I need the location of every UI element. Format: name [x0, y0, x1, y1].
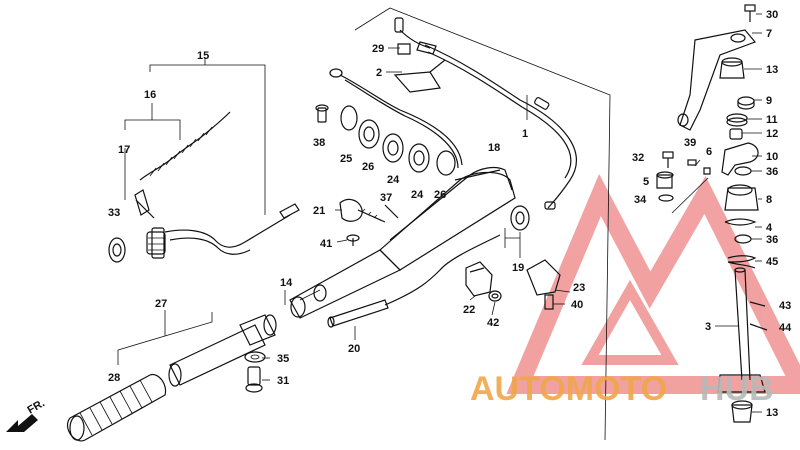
tiller-handle: [289, 166, 530, 328]
watermark-text-b: HUB: [700, 370, 774, 408]
callout-27: 27: [155, 298, 167, 310]
callout-41: 41: [320, 238, 332, 250]
callout-42: 42: [487, 317, 499, 329]
callout-32: 32: [632, 152, 644, 164]
callout-39: 39: [684, 137, 696, 149]
callout-36-b: 36: [766, 234, 778, 246]
callout-4: 4: [766, 222, 773, 234]
callout-18: 18: [488, 142, 500, 154]
callout-10: 10: [766, 151, 778, 163]
callout-38: 38: [313, 137, 325, 149]
front-label: FR.: [26, 397, 47, 416]
callout-9: 9: [766, 95, 772, 107]
watermark-logo: [506, 173, 800, 394]
callout-3: 3: [705, 321, 711, 333]
callout-30: 30: [766, 9, 778, 21]
callout-13-bottom: 13: [766, 407, 778, 419]
callout-23: 23: [573, 282, 585, 294]
cable-assembly: [108, 58, 300, 263]
callout-15: 15: [197, 50, 209, 62]
throttle-cable: [393, 17, 577, 210]
watermark-text: AUTOMOTO HUB: [470, 370, 774, 408]
cable-bracket: [465, 259, 561, 310]
callout-35: 35: [277, 353, 289, 365]
leader-lines: [262, 13, 762, 413]
callout-43: 43: [779, 300, 791, 312]
callout-13-top: 13: [766, 64, 778, 76]
callout-19: 19: [512, 262, 524, 274]
callout-31: 31: [277, 375, 289, 387]
callout-28: 28: [108, 372, 120, 384]
throttle-grip-assembly: [66, 310, 277, 442]
callout-40: 40: [571, 299, 583, 311]
callout-33: 33: [108, 207, 120, 219]
callout-1: 1: [522, 128, 528, 140]
callout-24-b: 24: [411, 189, 424, 201]
callout-36-a: 36: [766, 166, 778, 178]
callout-45: 45: [766, 256, 778, 268]
watermark-text-a: AUTOMOTO: [470, 370, 667, 408]
callout-25: 25: [340, 153, 352, 165]
callout-6: 6: [706, 146, 712, 158]
stop-switch-parts: [315, 68, 463, 176]
callout-labels: 1 2 3 4 5 6 7 8 9 10 11 12 13 13 14 15 1…: [108, 9, 792, 419]
callout-37: 37: [380, 192, 392, 204]
callout-26-b: 26: [434, 189, 446, 201]
frame-outline: [389, 7, 611, 441]
callout-29: 29: [372, 43, 384, 55]
callout-17: 17: [118, 144, 130, 156]
callout-12: 12: [766, 128, 778, 140]
callout-20: 20: [348, 343, 360, 355]
callout-21: 21: [313, 205, 325, 217]
callout-34: 34: [634, 194, 647, 206]
callout-26-a: 26: [362, 161, 374, 173]
callout-7: 7: [766, 28, 772, 40]
callout-22: 22: [463, 304, 475, 316]
callout-16: 16: [144, 89, 156, 101]
friction-knob: [339, 198, 399, 246]
callout-8: 8: [766, 194, 772, 206]
callout-44: 44: [779, 322, 792, 334]
callout-24-a: 24: [387, 174, 400, 186]
callout-11: 11: [766, 114, 778, 126]
callout-2: 2: [376, 67, 382, 79]
callout-5: 5: [643, 176, 649, 188]
front-direction-arrow: FR.: [6, 397, 47, 432]
callout-14: 14: [280, 277, 293, 289]
